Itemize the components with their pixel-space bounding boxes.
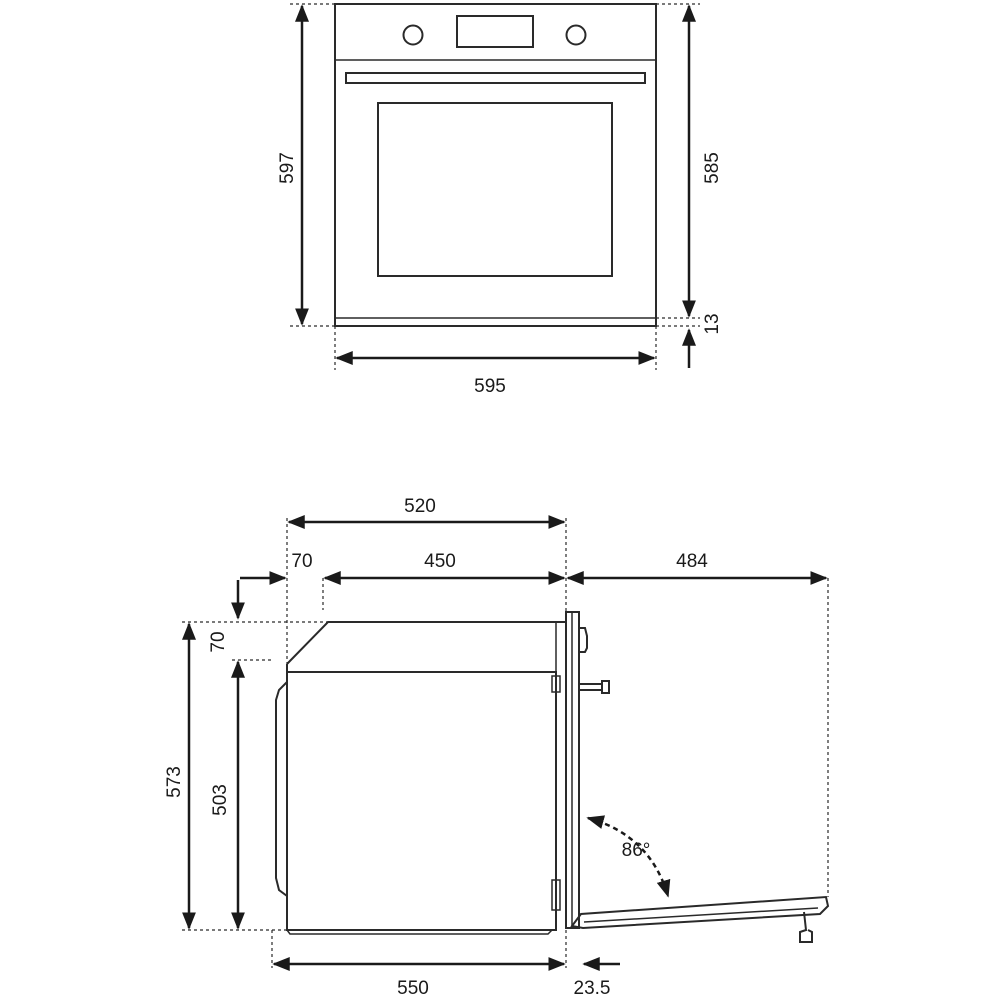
dim-top-step: 70 xyxy=(208,631,229,652)
door-window xyxy=(377,102,613,277)
dim-bottom-gap: 13 xyxy=(702,313,723,334)
base-feet xyxy=(286,929,553,935)
dim-width: 595 xyxy=(474,376,506,397)
dim-height-total-side: 573 xyxy=(164,766,185,798)
front-view: 597 585 13 595 xyxy=(277,3,723,397)
front-panel xyxy=(334,3,657,327)
rear-bracket-bottom xyxy=(551,879,561,911)
dim-depth-inset: 70 xyxy=(291,551,312,572)
dim-door-reach: 484 xyxy=(676,551,708,572)
oven-body-top xyxy=(286,621,566,665)
dim-depth-body: 450 xyxy=(424,551,456,572)
dim-depth-total: 520 xyxy=(404,496,436,517)
dim-door-angle: 86° xyxy=(622,840,651,861)
dim-height-body-side: 503 xyxy=(210,784,231,816)
control-display xyxy=(456,15,534,48)
dim-height-total: 597 xyxy=(277,152,298,184)
open-door-handle xyxy=(799,911,813,943)
open-door xyxy=(570,895,830,930)
rear-panel xyxy=(275,681,288,897)
control-knob xyxy=(579,627,588,653)
side-handle-knob xyxy=(601,680,610,694)
oven-body xyxy=(286,664,557,931)
door-angle-arc xyxy=(586,815,671,898)
dim-height-body: 585 xyxy=(702,152,723,184)
right-knob xyxy=(565,24,587,46)
dim-depth-bottom: 550 xyxy=(397,978,429,999)
dim-door-thickness: 23.5 xyxy=(574,978,611,999)
door-handle xyxy=(345,72,646,84)
left-knob xyxy=(402,24,424,46)
rear-bracket-top xyxy=(551,675,561,693)
side-handle xyxy=(579,683,602,691)
side-view: 86° 520 70 450 484 70 573 503 xyxy=(164,496,830,999)
